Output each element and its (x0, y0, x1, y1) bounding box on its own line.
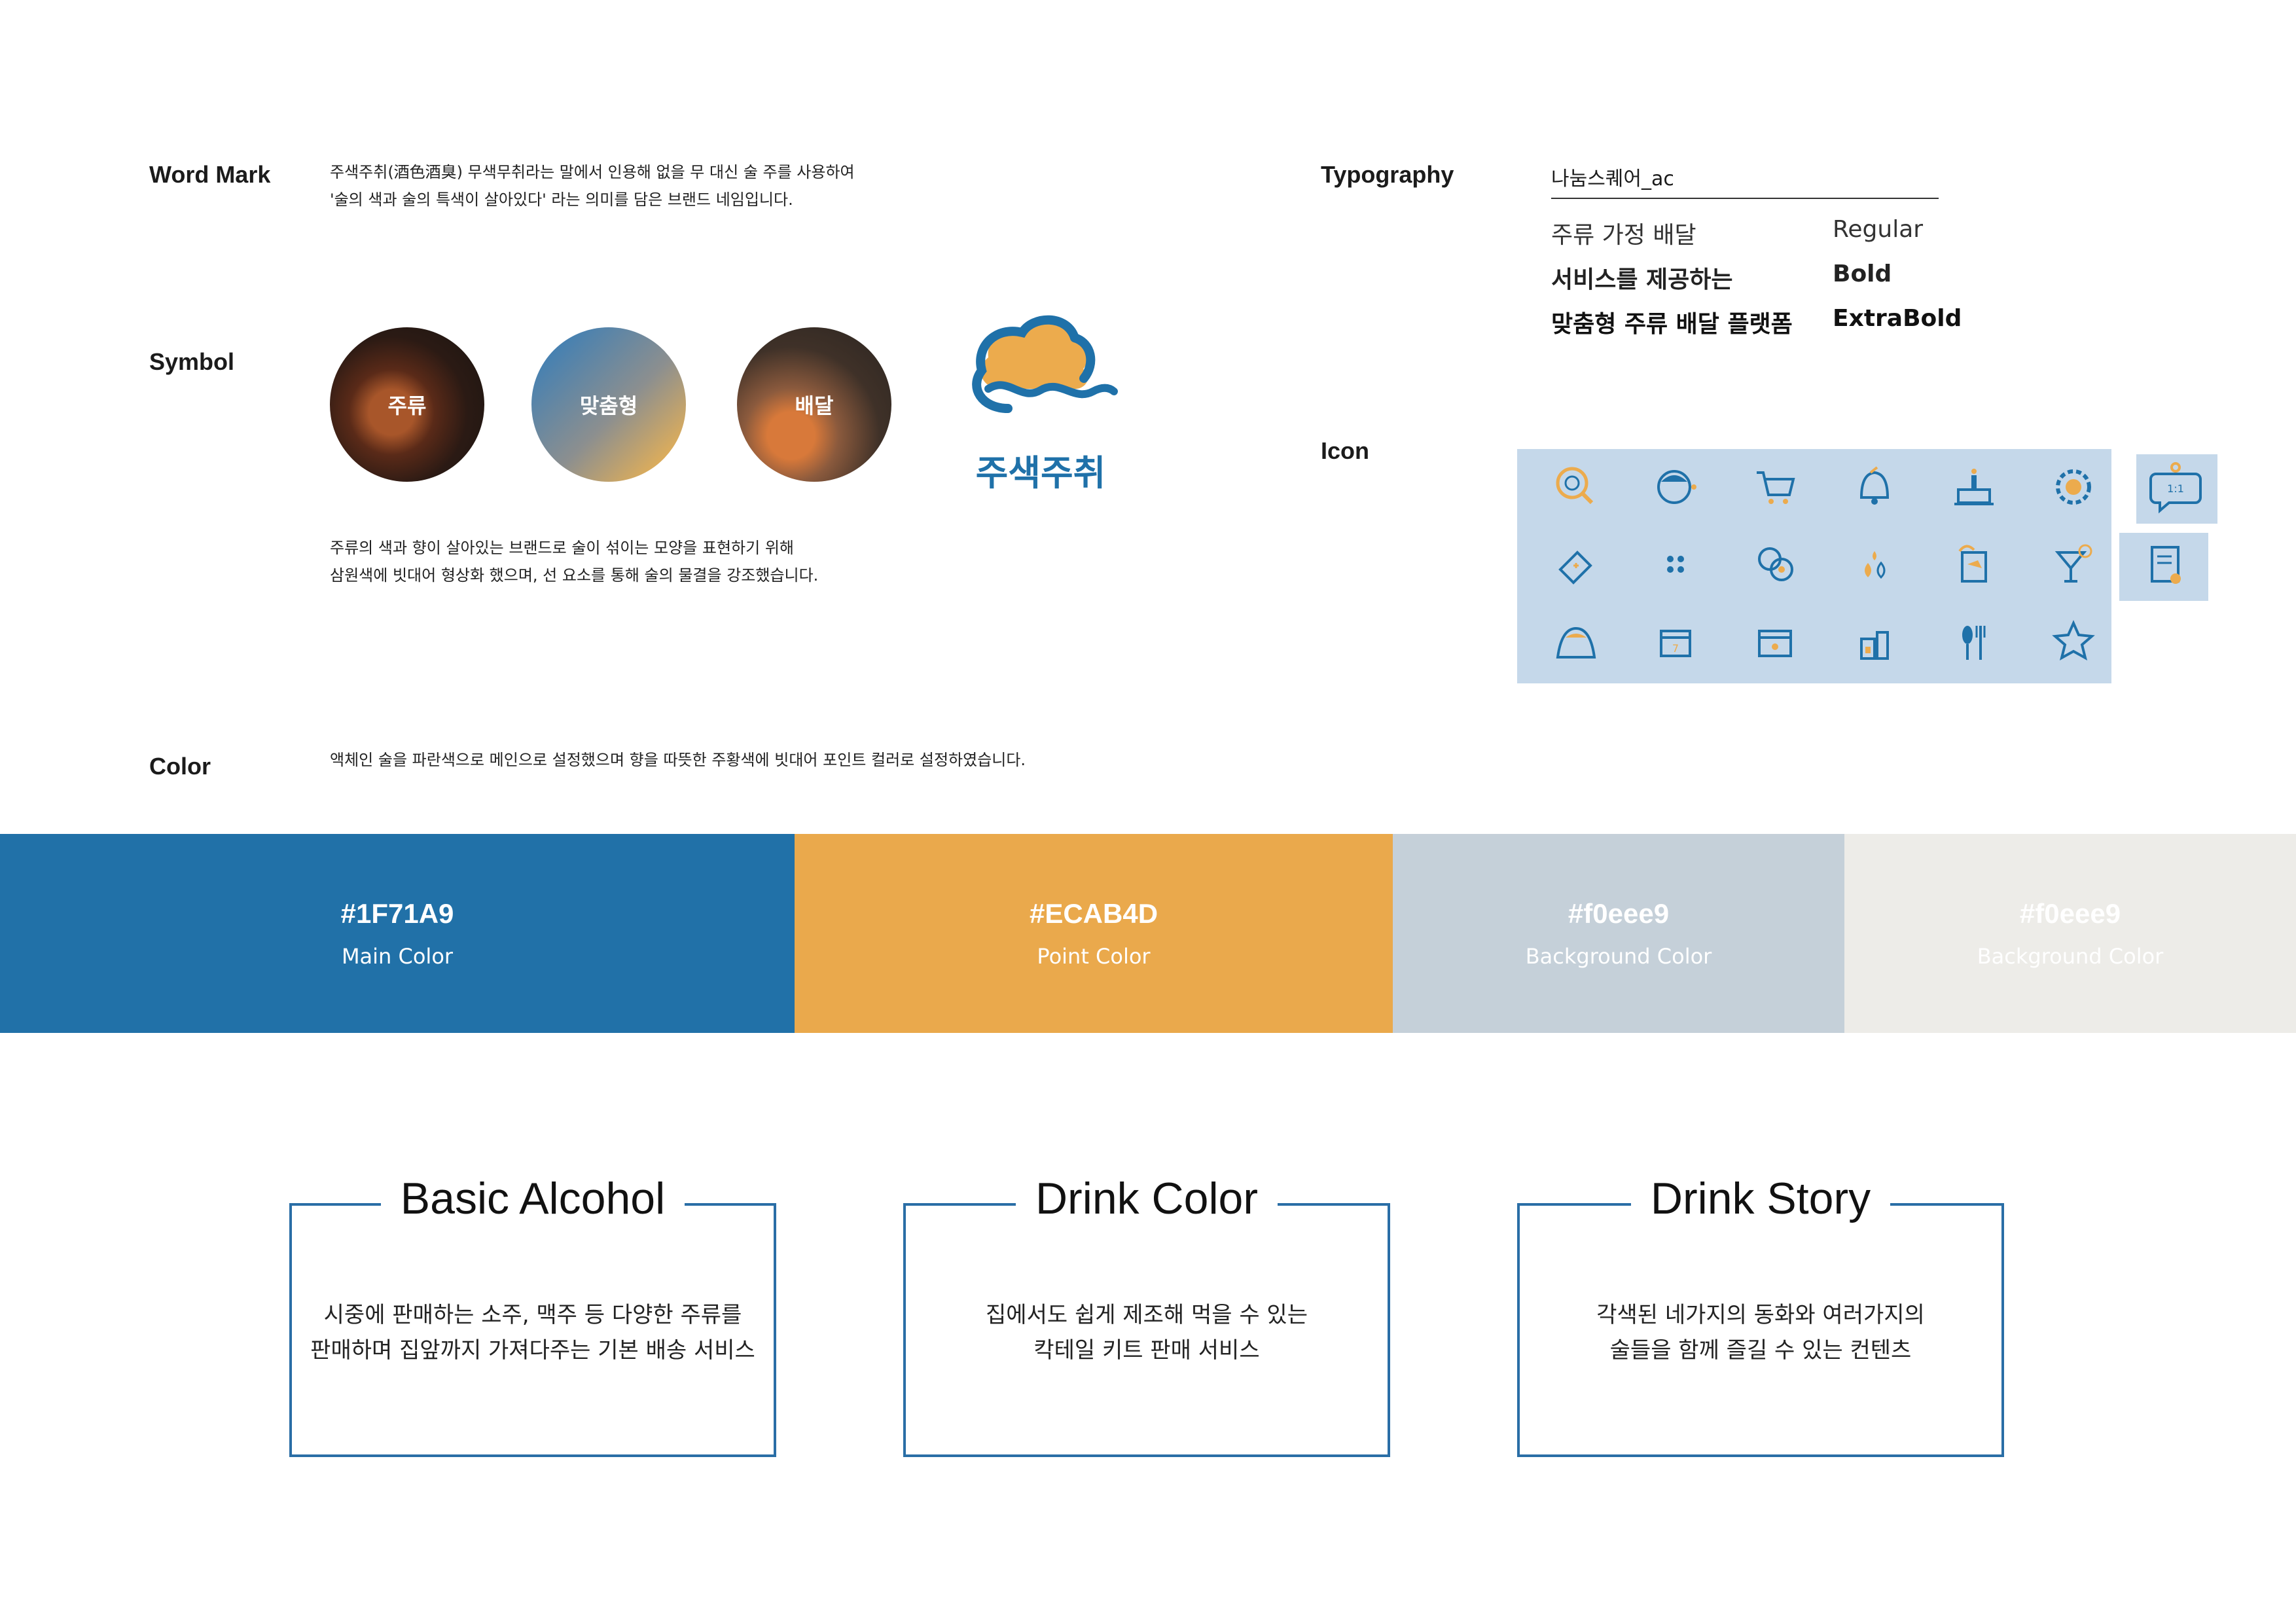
symbol-description: 주류의 색과 향이 살아있는 브랜드로 술이 섞이는 모양을 표현하기 위해 삼… (330, 534, 818, 589)
chat-faces-icon (1742, 532, 1808, 597)
swatch-name: Background Color (1977, 944, 2164, 969)
typo-row-regular: 주류 가정 배달 Regular (1551, 216, 1962, 250)
typography-samples: 주류 가정 배달 Regular 서비스를 제공하는 Bold 맞춤형 주류 배… (1551, 216, 1962, 350)
card-line-2: 판매하며 집앞까지 가져다주는 기본 배송 서비스 (310, 1337, 755, 1363)
logo-mark-icon (972, 315, 1118, 413)
card-title: Basic Alcohol (380, 1174, 685, 1223)
ticket-icon (1543, 532, 1609, 597)
chat-bubble-icon: 1:1 (2149, 462, 2202, 514)
wordmark-label: Word Mark (149, 161, 271, 188)
document-icon (2151, 546, 2181, 584)
swatch-name: Point Color (1037, 944, 1151, 969)
service-card-drink-story: Drink Story 각색된 네가지의 동화와 여러가지의 술들을 함께 즐길… (1517, 1174, 2004, 1457)
symbol-circle-custom: 맞춤형 (531, 327, 686, 482)
book-icon (1941, 532, 2007, 597)
card-line-1: 집에서도 쉽게 제조해 먹을 수 있는 (986, 1302, 1308, 1328)
typo-sample: 맞춤형 주류 배달 플랫폼 (1551, 311, 1793, 338)
typo-weight: Bold (1833, 261, 1892, 287)
swatch-hex: #f0eee9 (1568, 898, 1670, 929)
card-line-1: 시중에 판매하는 소주, 맥주 등 다양한 주류를 (323, 1302, 742, 1328)
extra-icon-panel-chat: 1:1 (2136, 454, 2217, 524)
swatch-hex: #ECAB4D (1029, 898, 1158, 929)
svg-text:7: 7 (1672, 642, 1679, 655)
wordmark-description: 주색주취(酒色酒臭) 무색무취라는 말에서 인용해 없을 무 대신 술 주를 사… (330, 158, 855, 213)
extra-icon-panel-doc (2119, 533, 2208, 601)
icon-label: Icon (1321, 437, 1370, 464)
gear-face-icon (2041, 454, 2106, 520)
color-swatch-point: #ECAB4D Point Color (795, 834, 1393, 1033)
typography-label: Typography (1321, 161, 1454, 188)
swatch-name: Background Color (1525, 944, 1712, 969)
icon-grid-panel (1517, 449, 2111, 683)
logo-text: 주색주취 (975, 452, 1106, 494)
dots-icon (1643, 532, 1708, 597)
service-card-basic-alcohol: Basic Alcohol 시중에 판매하는 소주, 맥주 등 다양한 주류를 … (289, 1174, 776, 1457)
service-card-drink-color: Drink Color 집에서도 쉽게 제조해 먹을 수 있는 칵테일 키트 판… (903, 1174, 1390, 1457)
symbol-circle-label: 배달 (795, 393, 834, 418)
cocktail-icon (2041, 532, 2106, 597)
typography-divider (1551, 198, 1939, 199)
symbol-label: Symbol (149, 348, 235, 375)
swatch-name: Main Color (341, 944, 454, 969)
calendar-check-icon (1742, 609, 1808, 674)
color-swatch-main: #1F71A9 Main Color (0, 834, 795, 1033)
card-title: Drink Color (1015, 1174, 1278, 1223)
typo-weight: ExtraBold (1833, 305, 1962, 332)
bottles-icon (1842, 609, 1907, 674)
typo-weight: Regular (1833, 216, 1924, 243)
card-line-1: 각색된 네가지의 동화와 여러가지의 (1596, 1302, 1925, 1328)
drops-icon (1842, 532, 1907, 597)
typo-sample: 주류 가정 배달 (1551, 222, 1696, 249)
swatch-hex: #f0eee9 (2019, 898, 2121, 929)
cake-icon (1941, 454, 2007, 520)
color-description: 액체인 술을 파란색으로 메인으로 설정했으며 향을 따뜻한 주황색에 빗대어 … (330, 751, 1026, 769)
calendar-icon: 7 (1643, 609, 1708, 674)
symbol-circle-liquor: 주류 (330, 327, 484, 482)
symbol-circle-label: 맞춤형 (579, 393, 638, 418)
symbol-desc-line-2: 삼원색에 빗대어 형상화 했으며, 선 요소를 통해 술의 물결을 강조했습니다… (330, 566, 819, 585)
wordmark-line-1: 주색주취(酒色酒臭) 무색무취라는 말에서 인용해 없을 무 대신 술 주를 사… (330, 163, 855, 181)
star-icon (2041, 609, 2106, 674)
symbol-circle-delivery: 배달 (737, 327, 891, 482)
search-face-icon (1543, 454, 1609, 520)
color-label: Color (149, 753, 211, 780)
swatch-hex: #1F71A9 (340, 898, 454, 929)
card-title: Drink Story (1630, 1174, 1891, 1223)
mountain-face-icon (1543, 609, 1609, 674)
bell-icon (1842, 454, 1907, 520)
font-name: 나눔스퀘어_ac (1551, 168, 1674, 190)
color-swatch-background-light: #f0eee9 Background Color (1844, 834, 2296, 1033)
color-swatch-background: #f0eee9 Background Color (1393, 834, 1844, 1033)
symbol-circle-label: 주류 (387, 393, 427, 418)
card-line-2: 칵테일 키트 판매 서비스 (1033, 1337, 1260, 1363)
brand-logo: 주색주취 (962, 310, 1119, 494)
symbol-desc-line-1: 주류의 색과 향이 살아있는 브랜드로 술이 섞이는 모양을 표현하기 위해 (330, 539, 794, 557)
cart-icon (1742, 454, 1808, 520)
card-line-2: 술들을 함께 즐길 수 있는 컨텐츠 (1609, 1337, 1912, 1363)
face-icon (1643, 454, 1708, 520)
cutlery-icon (1941, 609, 2007, 674)
typo-row-bold: 서비스를 제공하는 Bold (1551, 261, 1962, 295)
wordmark-line-2: '술의 색과 술의 특색이 살아있다' 라는 의미를 담은 브랜드 네임입니다. (330, 190, 793, 209)
svg-text:1:1: 1:1 (2167, 482, 2184, 495)
typo-sample: 서비스를 제공하는 (1551, 266, 1733, 293)
typo-row-extrabold: 맞춤형 주류 배달 플랫폼 ExtraBold (1551, 305, 1962, 339)
